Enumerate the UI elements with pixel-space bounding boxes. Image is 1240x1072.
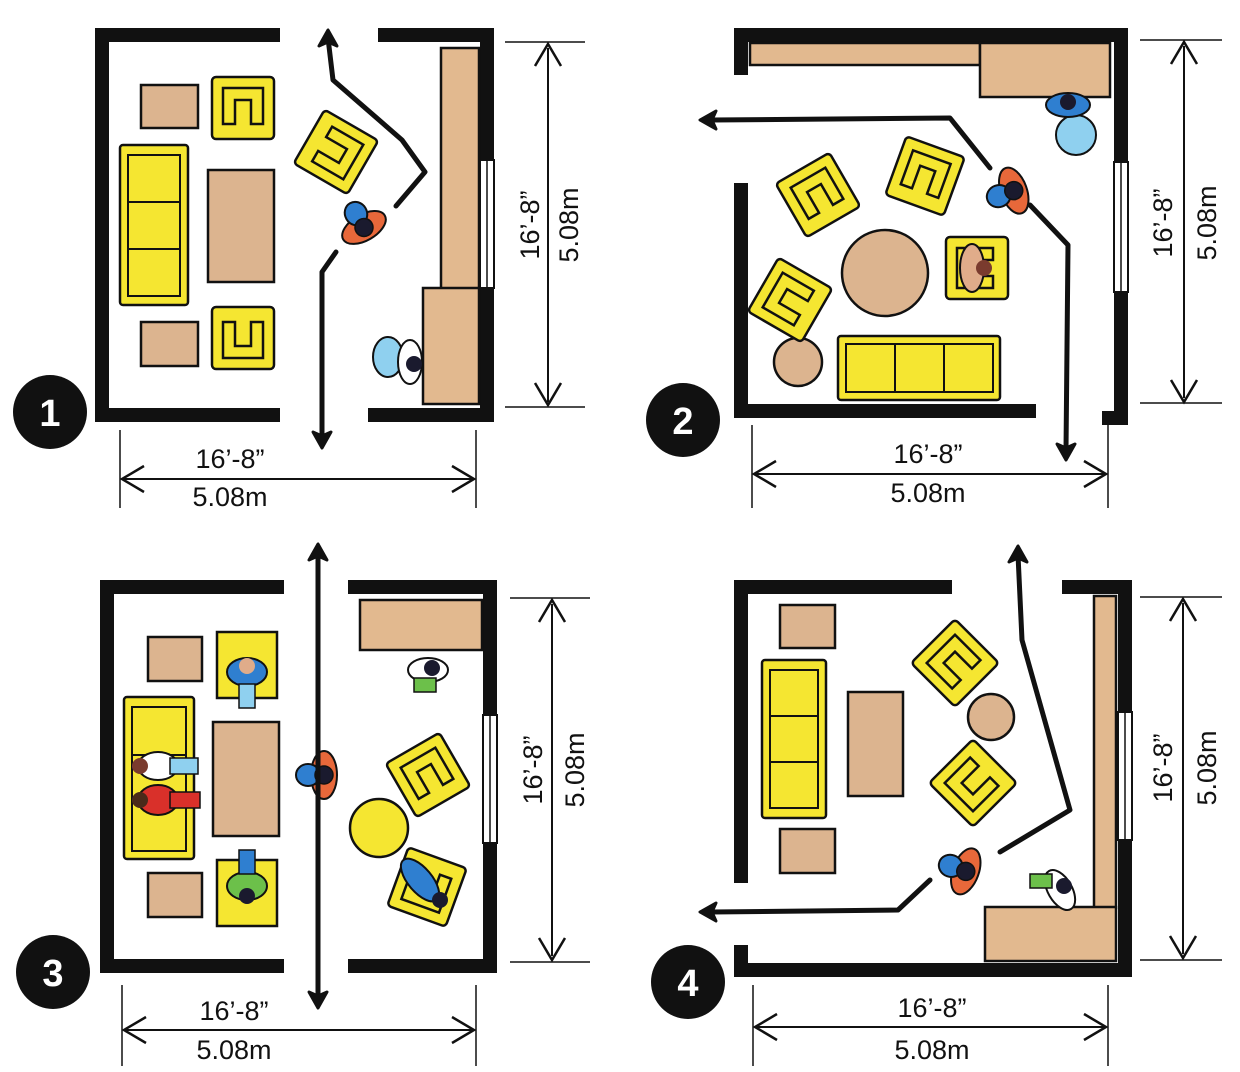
- coffee-table: [211, 720, 281, 838]
- width-feet-label: 16’-8”: [195, 444, 264, 474]
- layout-number: 2: [672, 401, 693, 443]
- arrowhead: [1055, 442, 1077, 462]
- panel-4: 16’-8” 5.08m 16’-8” 5.08m 4: [651, 544, 1222, 1066]
- layout-number: 4: [677, 963, 698, 1005]
- horizontal-dimension: 16’-8” 5.08m: [119, 430, 477, 512]
- layout-number: 1: [39, 393, 60, 435]
- wall: [734, 838, 1132, 977]
- horizontal-dimension: 16’-8” 5.08m: [752, 985, 1109, 1066]
- width-feet-label: 16’-8”: [893, 439, 962, 469]
- desk: [421, 286, 481, 406]
- side-table: [778, 603, 837, 650]
- height-meters-label: 5.08m: [1192, 730, 1222, 805]
- coffee-table: [206, 168, 276, 284]
- vertical-dimension: 16’-8” 5.08m: [1140, 39, 1222, 405]
- arrowhead: [307, 542, 329, 562]
- width-feet-label: 16’-8”: [897, 993, 966, 1023]
- armchair: [774, 151, 862, 239]
- person-walking: [930, 838, 988, 900]
- round-side-table: [348, 797, 410, 859]
- wall: [1062, 580, 1132, 715]
- round-table: [840, 228, 930, 318]
- circulation-path: [709, 115, 1071, 453]
- counter: [439, 46, 481, 292]
- vertical-dimension: 16’-8” 5.08m: [505, 41, 585, 408]
- height-feet-label: 16’-8”: [518, 735, 548, 804]
- person-at-desk: [1045, 92, 1097, 156]
- coffee-table: [846, 690, 905, 798]
- circulation-path: [319, 35, 428, 443]
- width-feet-label: 16’-8”: [199, 996, 268, 1026]
- panel-2: 16’-8” 5.08m 16’-8” 5.08m 2: [646, 28, 1222, 508]
- wall: [95, 28, 280, 422]
- desk: [983, 905, 1118, 963]
- layout-number-badge: 2: [646, 383, 720, 457]
- person-walking: [328, 190, 393, 252]
- armchair-with-person: [215, 630, 279, 709]
- wall: [1102, 288, 1128, 425]
- person-at-desk: [1029, 869, 1077, 911]
- arrowhead: [317, 28, 339, 48]
- layout-number-badge: 1: [13, 375, 87, 449]
- side-table: [139, 83, 200, 130]
- person-seated-on-sofa: [132, 751, 199, 781]
- person-seated-on-sofa: [132, 784, 201, 816]
- width-meters-label: 5.08m: [196, 1035, 271, 1065]
- wall: [734, 183, 1036, 418]
- desk: [978, 41, 1112, 99]
- panel-3: 16’-8” 5.08m 16’-8” 5.08m 3: [16, 542, 590, 1066]
- horizontal-dimension: 16’-8” 5.08m: [751, 425, 1109, 508]
- armchair-with-person: [215, 849, 279, 928]
- height-meters-label: 5.08m: [560, 732, 590, 807]
- counter: [748, 41, 982, 67]
- side-table-round: [772, 336, 824, 388]
- armchair-with-person: [944, 235, 1010, 301]
- armchair: [884, 135, 966, 217]
- armchair: [210, 75, 276, 141]
- layout-number: 3: [42, 953, 63, 995]
- side-table: [139, 320, 200, 368]
- width-meters-label: 5.08m: [890, 478, 965, 508]
- arrowhead: [1007, 544, 1029, 564]
- person-at-desk: [372, 336, 423, 385]
- sofa: [760, 658, 828, 820]
- width-meters-label: 5.08m: [192, 482, 267, 512]
- vertical-dimension: 16’-8” 5.08m: [510, 597, 590, 963]
- panel-1: 16’-8” 5.08m 16’-8” 5.08m 1: [13, 28, 585, 512]
- vertical-dimension: 16’-8” 5.08m: [1140, 596, 1222, 961]
- armchair: [292, 108, 380, 196]
- wall: [734, 580, 952, 883]
- round-side-table: [966, 692, 1016, 742]
- layout-number-badge: 4: [651, 945, 725, 1019]
- side-table: [146, 635, 204, 683]
- height-meters-label: 5.08m: [554, 187, 584, 262]
- armchair: [210, 305, 276, 371]
- armchair: [746, 256, 834, 344]
- horizontal-dimension: 16’-8” 5.08m: [121, 985, 477, 1066]
- armchair-with-person: [386, 846, 468, 928]
- armchair: [927, 737, 1019, 829]
- desk: [358, 598, 484, 652]
- height-feet-label: 16’-8”: [1148, 188, 1178, 257]
- height-feet-label: 16’-8”: [1148, 733, 1178, 802]
- layout-number-badge: 3: [16, 935, 90, 1009]
- arrowhead: [698, 901, 718, 923]
- side-table: [778, 827, 837, 875]
- height-feet-label: 16’-8”: [515, 190, 545, 259]
- person-at-desk: [407, 657, 449, 693]
- height-meters-label: 5.08m: [1192, 185, 1222, 260]
- sofa: [118, 143, 190, 307]
- side-table: [146, 871, 204, 919]
- person-walking: [978, 162, 1036, 224]
- armchair: [384, 731, 472, 819]
- circulation-path: [709, 552, 1073, 915]
- wall: [100, 580, 284, 973]
- width-meters-label: 5.08m: [894, 1035, 969, 1065]
- counter: [1092, 594, 1118, 910]
- arrowhead: [307, 990, 329, 1010]
- arrowhead: [698, 109, 718, 131]
- arrowhead: [311, 430, 333, 450]
- sofa: [836, 334, 1002, 402]
